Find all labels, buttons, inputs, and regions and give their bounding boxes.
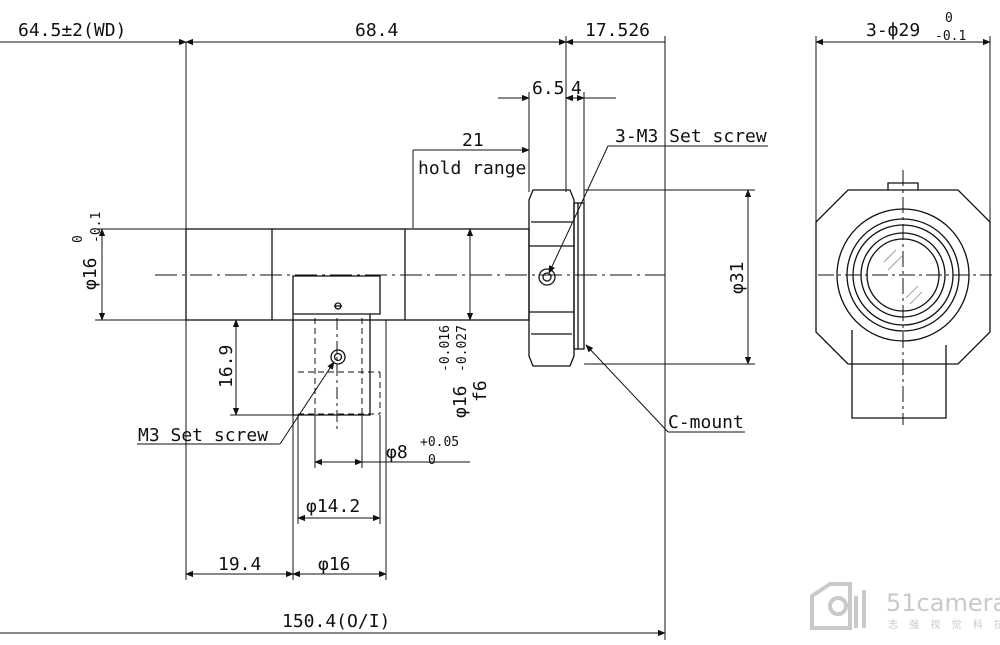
dim-phi16-bottom: φ16	[318, 554, 351, 575]
dim-17-526: 17.526	[585, 20, 650, 41]
dim-wd: 64.5±2(WD)	[18, 20, 126, 41]
watermark-brand: 51camera	[886, 589, 1000, 617]
dim-phi8: φ8	[386, 442, 408, 463]
dim-phi16-f6-tol-lower: -0.027	[455, 325, 470, 372]
lens-body	[155, 189, 665, 430]
front-hex-outline	[815, 189, 991, 365]
camera-logo-icon	[810, 582, 866, 630]
front-port-outline	[851, 330, 947, 419]
dim-total-length: 150.4(O/I)	[282, 611, 390, 632]
nut-set-screw-icon	[538, 268, 556, 286]
dim-3-phi29: 3-ф29	[866, 20, 920, 41]
dim-phi16-left-tol-upper: 0	[71, 235, 86, 243]
dim-phi14-2: φ14.2	[306, 496, 360, 517]
front-view	[815, 170, 992, 425]
dimension-lines	[0, 36, 991, 640]
label-m3-set-screw: M3 Set screw	[138, 425, 268, 446]
hex-nut	[528, 189, 575, 367]
c-mount-thread	[573, 202, 585, 350]
dim-19-4: 19.4	[218, 554, 261, 575]
dim-phi8-tol-upper: +0.05	[420, 435, 459, 450]
dim-phi8-tol-lower: 0	[428, 453, 436, 468]
m3-set-screw-icon	[330, 349, 346, 365]
dim-phi16-left: φ16	[80, 257, 101, 290]
dim-16-9: 16.9	[216, 345, 237, 388]
dim-fit-class: f6	[470, 380, 491, 402]
label-c-mount: C-mount	[668, 412, 744, 433]
dim-3-phi29-tol-lower: -0.1	[935, 29, 966, 44]
watermark: 51camera 志 强 视 觉 科 技	[810, 582, 1000, 631]
dim-4: 4	[571, 78, 582, 99]
dim-phi16-left-tol-lower: -0.1	[89, 212, 104, 243]
dim-phi16-f6: φ16	[450, 385, 471, 418]
watermark-tagline: 志 强 视 觉 科 技	[888, 618, 1000, 631]
dim-hold-range: hold range	[418, 158, 526, 179]
dim-6-5: 6.5	[532, 78, 565, 99]
dim-phi16-f6-tol-upper: -0.016	[438, 325, 453, 372]
dim-68-4: 68.4	[355, 20, 398, 41]
dim-3-phi29-tol-upper: 0	[945, 11, 953, 26]
label-3-m3-set-screw: 3-M3 Set screw	[615, 126, 767, 147]
dim-21: 21	[462, 130, 484, 151]
dimension-labels: 64.5±2(WD) 68.4 17.526 3-ф29 0 -0.1 6.5 …	[18, 11, 966, 632]
dim-phi31: φ31	[727, 261, 748, 294]
